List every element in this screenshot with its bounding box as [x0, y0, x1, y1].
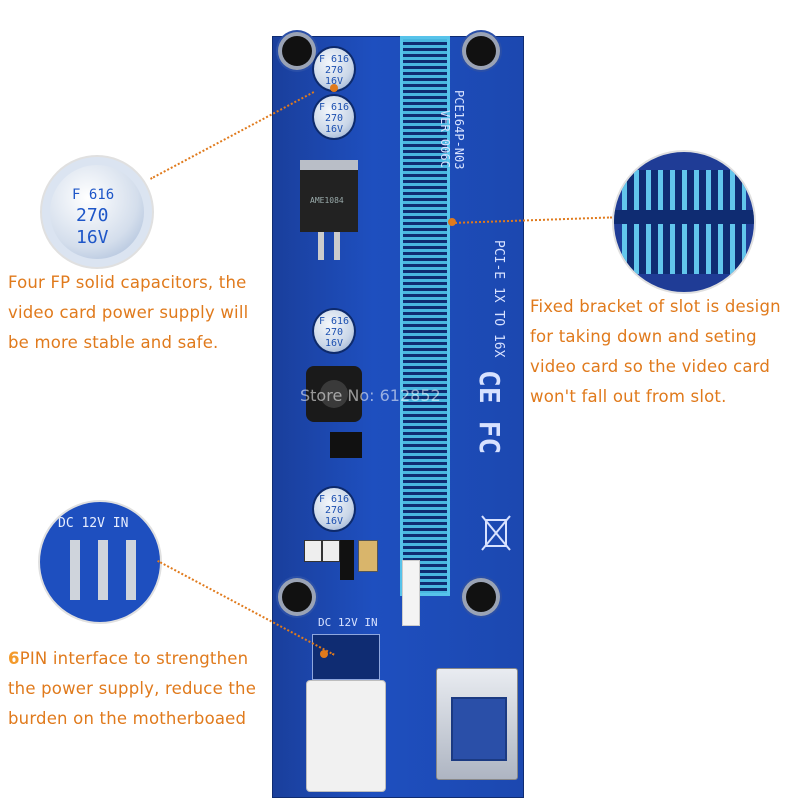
regulator-chip: AME1084 — [300, 160, 358, 232]
model-text: PCE164P-N03 — [452, 90, 466, 170]
diode — [304, 540, 322, 562]
leader-dot — [320, 650, 328, 658]
caption-bracket: Fixed bracket of slot is design for taki… — [530, 292, 781, 412]
pcie-x16-slot — [400, 36, 450, 596]
caption-line: be more stable and safe. — [8, 333, 219, 352]
leader-dot — [330, 84, 338, 92]
molex-connector — [306, 680, 386, 792]
cert-text: CE FC — [473, 370, 506, 455]
zoom-slot-circle — [612, 150, 756, 294]
version-text: VER 006C — [438, 110, 452, 168]
capacitor: F 616 270 16V — [312, 94, 356, 140]
caption-first-rest: PIN interface to strengthen — [19, 649, 249, 668]
caption-line: Four FP solid capacitors, the — [8, 273, 247, 292]
diode — [322, 540, 340, 562]
caption-line: 6PIN interface to strengthen — [8, 644, 256, 674]
caption-line: won't fall out from slot. — [530, 387, 727, 406]
resistor — [358, 540, 378, 572]
regulator-leg — [334, 232, 340, 260]
mounting-hole — [466, 582, 496, 612]
caption-line: video card power supply will — [8, 303, 249, 322]
weee-icon — [481, 515, 511, 551]
mounting-hole — [282, 582, 312, 612]
dc-label-board: DC 12V IN — [318, 616, 378, 629]
fuse — [340, 540, 354, 580]
zoom-cap-value: 270 — [76, 205, 109, 226]
zoom-capacitor-circle: F 616 270 16V — [40, 155, 154, 269]
zoom-dc-circle: DC 12V IN — [38, 500, 162, 624]
caption-accent: 6 — [8, 649, 20, 668]
chip-label: AME1084 — [310, 196, 344, 205]
mounting-hole — [466, 36, 496, 66]
watermark-text: Store No: 612852 — [300, 386, 441, 405]
usb-port — [436, 668, 518, 780]
capacitor: F 616 270 16V — [312, 486, 356, 532]
spec-text: PCI-E 1X TO 16X — [491, 240, 506, 358]
mounting-hole — [282, 36, 312, 66]
slot-bracket — [402, 560, 420, 626]
caption-line: for taking down and seting — [530, 327, 757, 346]
caption-line: video card so the video card — [530, 357, 771, 376]
caption-pin: 6PIN interface to strengthen the power s… — [8, 644, 256, 734]
zoom-cap-brand: F 616 — [72, 187, 115, 203]
caption-line: the power supply, reduce the — [8, 679, 257, 698]
zoom-dc-label: DC 12V IN — [58, 516, 129, 531]
inductor — [306, 366, 362, 422]
zoom-cap-voltage: 16V — [76, 227, 109, 248]
caption-capacitors: Four FP solid capacitors, the video card… — [8, 268, 248, 358]
leader-dot — [448, 218, 456, 226]
small-ic — [330, 432, 362, 458]
regulator-leg — [318, 232, 324, 260]
caption-line: burden on the motherboaed — [8, 709, 247, 728]
capacitor: F 616 270 16V — [312, 308, 356, 354]
caption-line: Fixed bracket of slot is design — [530, 297, 781, 316]
